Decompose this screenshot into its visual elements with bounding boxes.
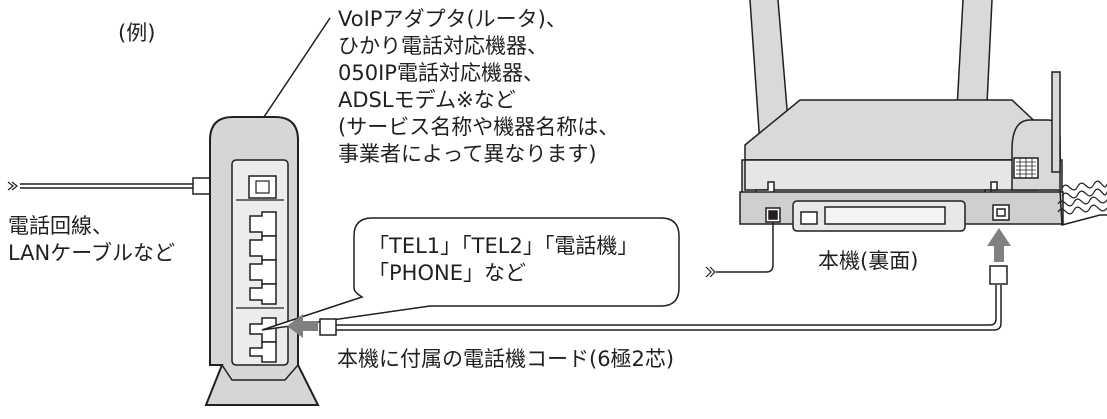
router-device <box>204 116 320 406</box>
cord-label: 本機に付属の電話機コード(6極2芯) <box>337 347 675 371</box>
telephone-cord <box>319 265 1008 336</box>
callout-text: 「TEL1」「TEL2」「電話機」 「PHONE」など <box>368 233 638 287</box>
line-in-port-icon <box>248 175 277 199</box>
coiled-cord-icon <box>1057 180 1107 215</box>
router-description-line: 事業者によって異なります) <box>338 142 597 166</box>
example-label: (例) <box>118 21 156 45</box>
cord-plug-right-icon <box>989 265 1008 285</box>
incoming-line <box>7 177 211 195</box>
base-input-arrow-icon <box>987 228 1011 262</box>
line-label: 電話回線、 LANケーブルなど <box>8 213 175 267</box>
router-description-line: VoIPアダプタ(ルータ)、 <box>338 7 567 31</box>
router-description-line: ADSLモデム※など <box>338 88 516 112</box>
cord-plug-left-icon <box>319 318 337 336</box>
line-label-line: LANケーブルなど <box>8 241 175 265</box>
line-plug-icon <box>192 177 211 195</box>
base-unit-device <box>705 0 1107 278</box>
base-line-jack-icon <box>992 204 1010 221</box>
callout-text-line: 「PHONE」など <box>368 261 526 285</box>
port-callout <box>261 217 680 331</box>
line-label-line: 電話回線、 <box>8 214 113 238</box>
router-description-line: (サービス名称や機器名称は、 <box>338 115 620 139</box>
tel-input-arrow-icon <box>287 314 318 338</box>
router-description: VoIPアダプタ(ルータ)、 ひかり電話対応機器、 050IP電話対応機器、 A… <box>338 6 619 168</box>
callout-text-line: 「TEL1」「TEL2」「電話機」 <box>368 234 639 258</box>
lan-port-icons <box>249 211 277 305</box>
antenna-icon <box>1051 71 1061 173</box>
router-description-line: 050IP電話対応機器、 <box>338 61 544 85</box>
router-description-line: ひかり電話対応機器、 <box>338 34 548 58</box>
base-unit-label: 本機(裏面) <box>818 249 919 273</box>
description-leader-line <box>251 17 331 136</box>
